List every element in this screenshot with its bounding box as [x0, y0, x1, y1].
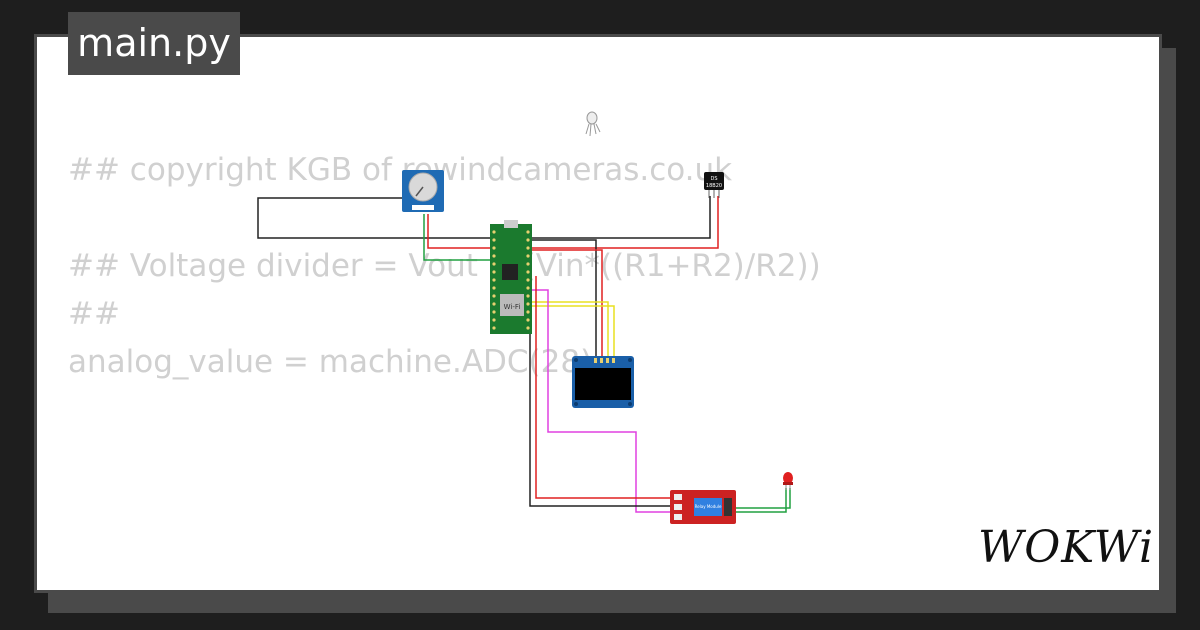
wire-black-oled — [530, 239, 597, 360]
sensor-label-top: DS — [710, 176, 717, 182]
wires — [257, 196, 791, 513]
wire-yellow-oled-1 — [530, 301, 609, 360]
file-tab[interactable]: main.py — [68, 12, 240, 75]
wire-green-led-2 — [734, 488, 787, 513]
wire-red-power — [427, 196, 719, 249]
board-pins — [492, 230, 530, 330]
wire-magenta-relay — [530, 289, 672, 513]
red-led-icon[interactable] — [783, 472, 793, 490]
rgb-led-icon[interactable] — [585, 111, 601, 137]
wire-green-led-1 — [734, 488, 791, 509]
code-line-1: ## copyright KGB of rewindcameras.co.uk — [68, 152, 733, 188]
temperature-sensor-icon[interactable]: DS 18B20 — [704, 172, 724, 198]
wire-green-pot — [423, 214, 494, 261]
microcontroller-board[interactable]: Wi-Fi — [490, 220, 532, 334]
potentiometer-icon[interactable] — [402, 170, 444, 212]
relay-label: Relay Module — [695, 504, 722, 509]
wire-red-oled — [530, 249, 603, 360]
wokwi-logo: WOKWi — [978, 522, 1155, 573]
wire-black-sensor — [530, 196, 711, 239]
wire-black-pot — [257, 197, 508, 239]
relay-module[interactable]: Relay Module — [670, 490, 736, 524]
code-line-3: ## — [68, 296, 120, 332]
code-line-4: analog_value = machine.ADC(28) — [68, 344, 593, 380]
sensor-label-bottom: 18B20 — [706, 183, 722, 189]
oled-display[interactable] — [572, 356, 634, 408]
wire-red-relay — [535, 276, 672, 499]
wire-black-relay — [529, 320, 672, 507]
mcu-label: Wi-Fi — [504, 303, 521, 311]
wire-yellow-oled-2 — [530, 305, 615, 360]
